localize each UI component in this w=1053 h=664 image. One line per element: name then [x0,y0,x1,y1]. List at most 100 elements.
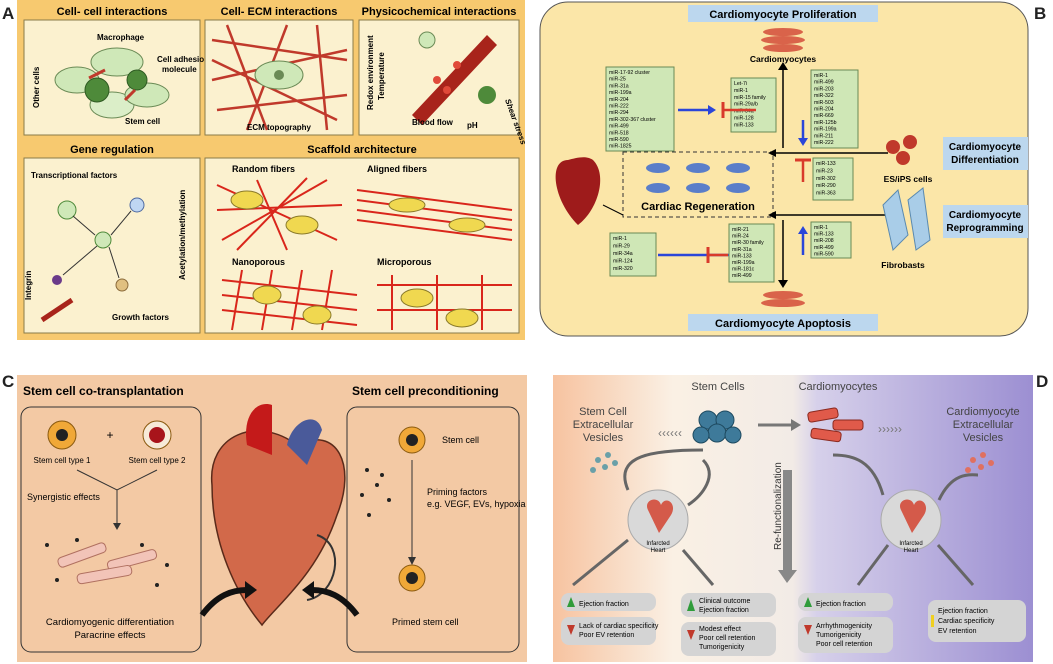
proliferation-title-box [688,5,878,22]
svg-text:Scaffold architecture: Scaffold architecture [307,144,416,156]
svg-text:Fibrobasts: Fibrobasts [881,260,925,270]
svg-text:Poor cell retention: Poor cell retention [699,635,756,642]
svg-text:Arrhythmogenicity: Arrhythmogenicity [816,623,873,630]
mirna-item: miR-1 [814,225,828,231]
mirna-item: miR-128 [734,116,754,122]
svg-text:Transcriptional factors: Transcriptional factors [31,171,118,180]
svg-text:Nanoporous: Nanoporous [232,257,285,267]
svg-text:Cardiomyocytes: Cardiomyocytes [799,381,878,393]
svg-text:Infarcted: Infarcted [899,541,922,547]
svg-text:Ejection fraction: Ejection fraction [699,607,749,614]
svg-text:Gene regulation: Gene regulation [70,144,154,156]
differentiation-box [943,137,1028,170]
mirna-item: miR-222 [609,104,629,110]
mirna-item: miR-31a [609,83,629,89]
svg-text:Blood flow: Blood flow [412,118,454,127]
mirna-item: miR-199a [814,127,837,133]
svg-text:Stem cell: Stem cell [442,435,479,445]
svg-text:+: + [106,428,113,442]
svg-text:molecule: molecule [162,65,197,74]
mirna-item: miR-34a [613,251,633,257]
svg-text:Cell adhesion: Cell adhesion [157,55,209,64]
svg-text:Poor EV retention: Poor EV retention [579,632,634,639]
svg-text:Cardiac Regeneration: Cardiac Regeneration [641,201,755,213]
mirna-item: miR-211 [814,133,833,139]
mirna-item: miR-1 [613,236,627,242]
svg-text:Stem Cells: Stem Cells [691,381,745,393]
reprogramming-box [943,205,1028,238]
svg-text:ECM topography: ECM topography [247,123,312,132]
svg-text:Other cells: Other cells [32,66,41,108]
mirna-item: miR-208 [814,238,834,244]
mirna-item: miR-222 [814,140,834,146]
mirna-item: miR-133 [732,253,752,259]
mirna-item: miR-24 [732,234,749,240]
prolif-neg-box [730,77,777,133]
apop-left-box [609,232,657,277]
svg-text:Cardiomyocytes: Cardiomyocytes [750,54,816,64]
preconditioning-box [346,406,520,653]
mirna-item: miR-518 [609,130,629,136]
svg-text:pH: pH [467,121,478,130]
svg-text:Priming factors: Priming factors [427,487,488,497]
mirna-item: miR-21 [732,227,749,233]
svg-text:Synergistic effects: Synergistic effects [27,492,100,502]
mirna-item: miR-133 [816,161,836,167]
svg-text:Ejection fraction: Ejection fraction [579,601,629,608]
svg-text:Cardiomyocyte Proliferation: Cardiomyocyte Proliferation [709,9,857,21]
svg-text:Paracrine effects: Paracrine effects [74,630,145,641]
svg-text:Stem cell: Stem cell [125,117,160,126]
mirna-item: miR-294 [609,110,629,116]
svg-text:Microporous: Microporous [377,257,432,267]
svg-text:Growth factors: Growth factors [112,313,169,322]
chevrons-left: ‹‹‹‹‹‹ [658,426,682,440]
mirna-item: miR-1 [814,73,828,79]
svg-text:Heart: Heart [904,548,919,554]
svg-text:Random fibers: Random fibers [232,164,295,174]
svg-text:Infarcted: Infarcted [646,541,669,547]
mirna-item: miR-181c [732,267,755,273]
repro-box [810,221,852,259]
svg-text:Stem cell type 2: Stem cell type 2 [129,456,186,465]
svg-text:Cardiomyocyte Apoptosis: Cardiomyocyte Apoptosis [715,318,851,330]
diff-neg-box [812,157,854,201]
svg-text:Stem cell type 1: Stem cell type 1 [34,456,91,465]
panel-c-diagram: Stem cell co-transplantation Stem cell p… [17,375,527,662]
svg-text:Cardiomyocyte: Cardiomyocyte [946,406,1019,418]
mirna-item: miR-499 [814,245,834,251]
chevrons-right: ›››››› [878,422,902,436]
svg-text:Temperature: Temperature [377,52,386,100]
mirna-item: miR-25 [609,77,626,83]
svg-text:Aligned fibers: Aligned fibers [367,164,427,174]
svg-text:Poor cell retention: Poor cell retention [816,641,873,648]
svg-text:Re-functionalization: Re-functionalization [773,462,784,550]
svg-text:Acetylation/methylation: Acetylation/methylation [178,190,187,280]
svg-text:Modest effect: Modest effect [699,626,741,633]
mirna-item: miR-125b [814,120,837,126]
mirna-item: miR-30 family [732,240,764,246]
svg-text:Ejection fraction: Ejection fraction [816,601,866,608]
mirna-item: miR-363 [816,191,836,197]
mirna-item: miR-133 [734,122,754,128]
svg-text:Lack of cardiac specificity: Lack of cardiac specificity [579,623,659,630]
mirna-item: miR-503 [814,100,834,106]
macrophage-label: Macrophage [97,33,145,42]
mirna-item: miR-302 [816,176,836,182]
svg-text:Physicochemical interactions: Physicochemical interactions [362,6,517,18]
macrophage-cell [84,77,110,103]
apop-right-box [728,223,775,283]
svg-text:Primed stem cell: Primed stem cell [392,617,459,627]
mirna-item: miR-204 [814,107,834,113]
panel-label-d: D [1036,372,1049,391]
mirna-item: miR-590 [814,251,834,257]
heart-icon [555,157,601,225]
mirna-item: miR-290 [816,183,836,189]
mirna-item: miR-499 [609,124,629,130]
svg-text:Clinical outcome: Clinical outcome [699,598,750,605]
svg-text:Cell- ECM interactions: Cell- ECM interactions [221,6,338,18]
mirna-item: miR-322 [814,93,834,99]
mirna-item: miR-34a [734,109,754,115]
mirna-item: miR-31a [732,247,752,253]
svg-text:Ejection fraction: Ejection fraction [938,608,988,615]
svg-text:Stem Cell: Stem Cell [579,406,627,418]
